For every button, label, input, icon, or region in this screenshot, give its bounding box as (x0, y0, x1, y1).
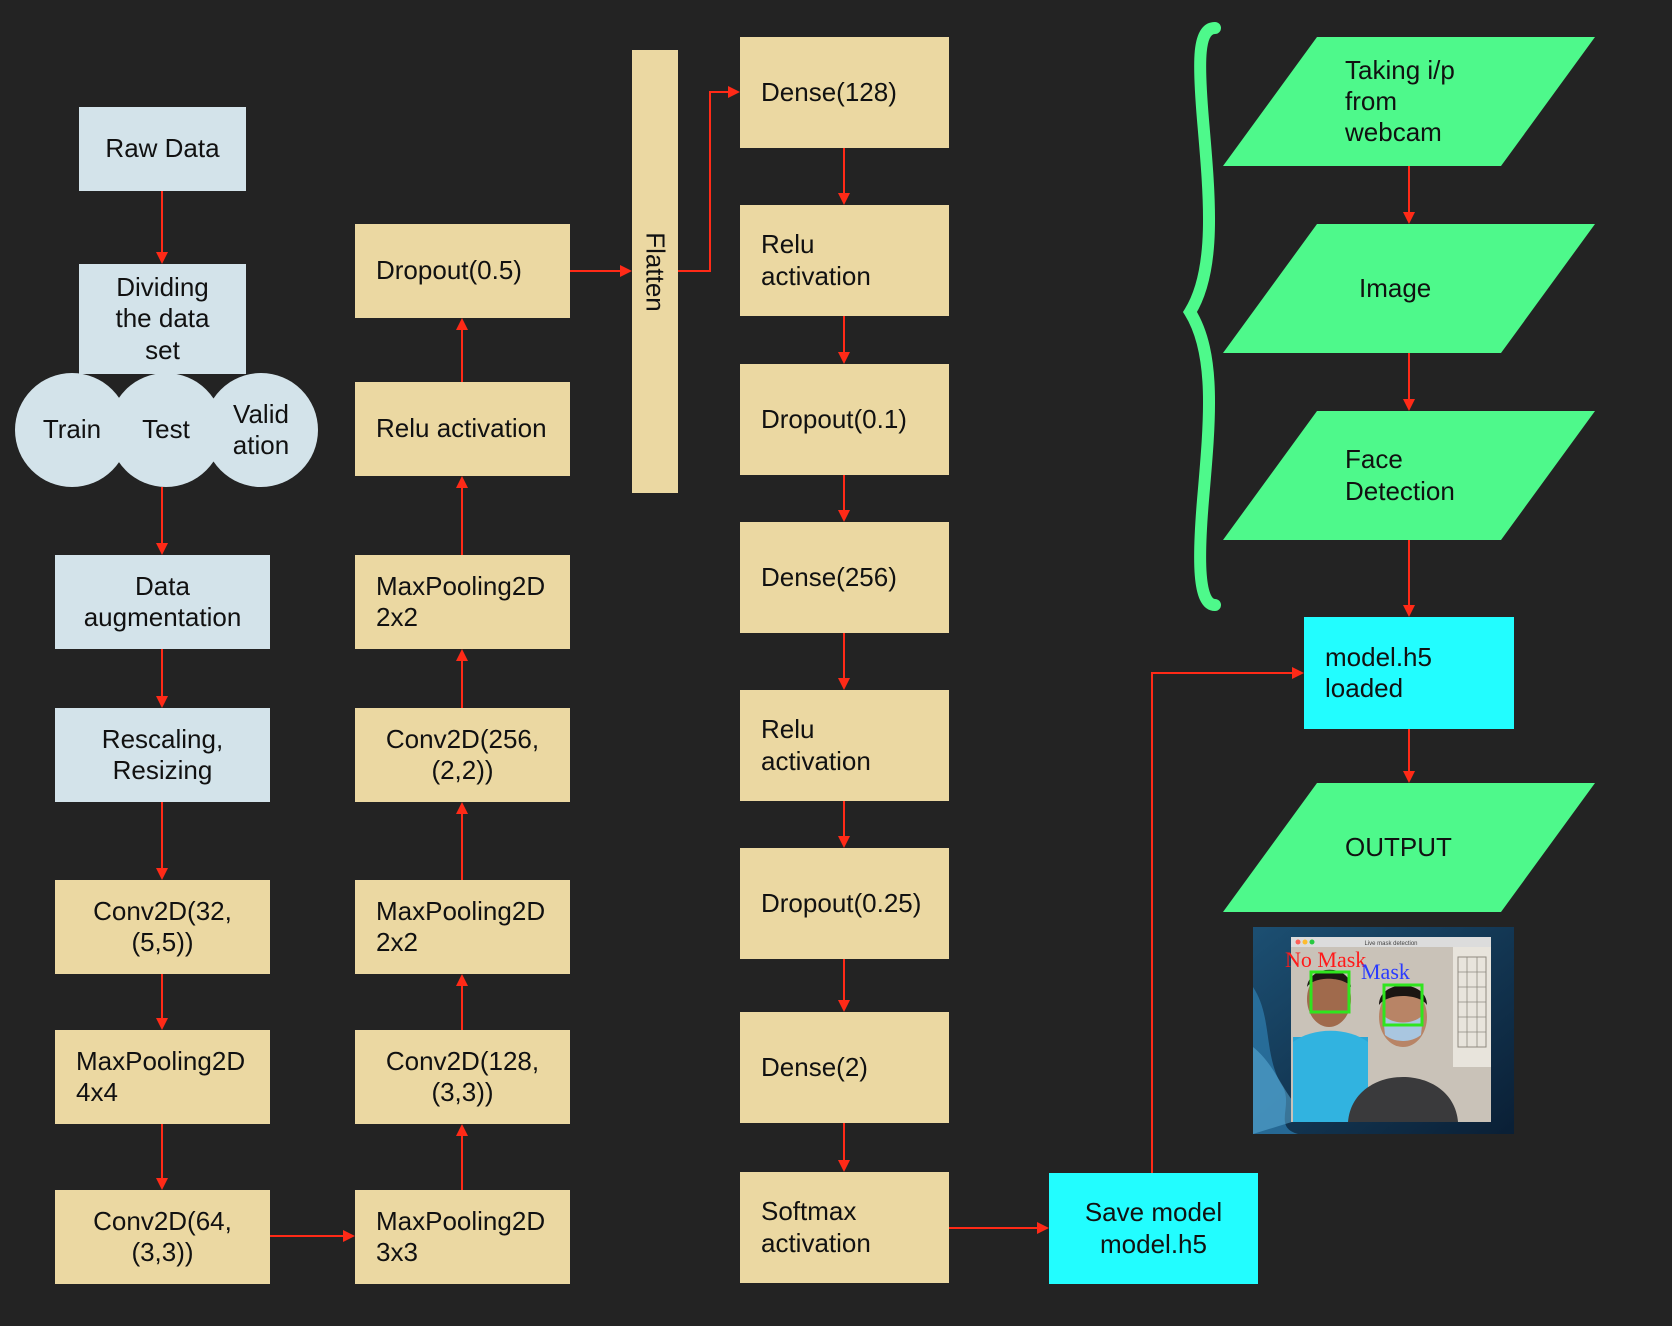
mask-text: Mask (1361, 959, 1410, 984)
conv256-label-line2: (2,2)) (431, 755, 494, 785)
face-detection-node: Face Detection (1223, 411, 1595, 540)
dividing-label-line1: Dividing (116, 272, 209, 303)
dropout-0.25-node: Dropout(0.25) (740, 848, 949, 959)
conv256-label-line1: Conv2D(256, (385, 723, 540, 754)
image-node: Image (1223, 224, 1595, 353)
dense256-label: Dense(256) (761, 561, 897, 592)
model-loaded-node: model.h5 loaded (1304, 617, 1514, 729)
validation-label-line2: ation (232, 430, 290, 460)
flatten-label: Flatten (640, 231, 671, 312)
validation-label-line1: Valid (233, 398, 289, 429)
save-model-node: Save model model.h5 (1049, 1173, 1258, 1284)
maxpool-4x4-node: MaxPooling2D 4x4 (55, 1030, 270, 1124)
relu-activation-1-node: Relu activation (740, 205, 949, 316)
augmentation-label-line1: Data (135, 570, 190, 601)
relu1-label-line1: Relu (761, 229, 815, 260)
augmentation-label-line2: augmentation (83, 602, 242, 632)
dropout05-label: Dropout(0.5) (376, 255, 522, 286)
relu2-label-line1: Relu (761, 714, 815, 745)
conv128-label-line1: Conv2D(128, (385, 1045, 540, 1076)
softmax-activation-node: Softmax activation (740, 1172, 949, 1283)
maxpool-3x3-node: MaxPooling2D 3x3 (355, 1190, 570, 1284)
dense-2-node: Dense(2) (740, 1012, 949, 1123)
conv2d-128-node: Conv2D(128, (3,3)) (355, 1030, 570, 1124)
conv64-label-line1: Conv2D(64, (93, 1205, 232, 1236)
relu-label: Relu activation (376, 413, 547, 444)
face-detection-label-line2: Detection (1345, 475, 1455, 506)
output-label: OUTPUT (1345, 831, 1452, 862)
webcam-input-node: Taking i/p from webcam (1223, 37, 1595, 166)
maxpool4-label-line1: MaxPooling2D (76, 1045, 246, 1076)
dropout025-label: Dropout(0.25) (761, 887, 922, 918)
conv2d-256-node: Conv2D(256, (2,2)) (355, 708, 570, 802)
softmax-label-line1: Softmax (761, 1196, 857, 1227)
flatten-node: Flatten (632, 50, 678, 493)
softmax-label-line2: activation (761, 1227, 871, 1258)
save-model-label-line2: model.h5 (1100, 1228, 1207, 1259)
raw-data-node: Raw Data (79, 107, 246, 191)
no-mask-text: No Mask (1285, 947, 1366, 972)
rescaling-label-line2: Resizing (112, 755, 213, 785)
maxpool2b-label-line2: 2x2 (376, 602, 418, 632)
rescaling-label-line1: Rescaling, (101, 723, 224, 754)
save-model-label-line1: Save model (1084, 1197, 1223, 1228)
maxpool-2x2-lower-node: MaxPooling2D 2x2 (355, 880, 570, 974)
conv128-label-line2: (3,3)) (431, 1077, 494, 1107)
conv64-label-line2: (3,3)) (131, 1237, 194, 1267)
dividing-label-line2: the data (115, 303, 210, 334)
dense2-label: Dense(2) (761, 1051, 868, 1082)
relu1-label-line2: activation (761, 260, 871, 291)
relu-activation-node: Relu activation (355, 382, 570, 476)
model-loaded-label-line1: model.h5 (1325, 641, 1432, 672)
webcam-label-line1: Taking i/p (1345, 54, 1455, 85)
train-label: Train (42, 414, 102, 445)
maxpool2a-label-line1: MaxPooling2D (376, 895, 546, 926)
relu2-label-line2: activation (761, 745, 871, 776)
dropout-0.5-node: Dropout(0.5) (355, 224, 570, 318)
maxpool3-label-line2: 3x3 (376, 1237, 418, 1267)
conv2d-64-node: Conv2D(64, (3,3)) (55, 1190, 270, 1284)
rescaling-node: Rescaling, Resizing (55, 708, 270, 802)
curly-brace (1182, 22, 1221, 611)
dropout-0.1-node: Dropout(0.1) (740, 364, 949, 475)
dense-128-node: Dense(128) (740, 37, 949, 148)
webcam-label-line2: from (1345, 85, 1397, 116)
maxpool2a-label-line2: 2x2 (376, 927, 418, 957)
dividing-label-line3: set (145, 334, 180, 365)
maxpool-2x2-upper-node: MaxPooling2D 2x2 (355, 555, 570, 649)
webcam-label-line3: webcam (1345, 117, 1442, 148)
maxpool2b-label-line1: MaxPooling2D (376, 570, 546, 601)
image-label: Image (1359, 272, 1432, 303)
relu-activation-2-node: Relu activation (740, 690, 949, 801)
dense128-label: Dense(128) (761, 76, 897, 107)
maxpool4-label-line2: 4x4 (76, 1077, 118, 1107)
dividing-dataset-node: Dividing the data set (79, 264, 246, 374)
photo-window-title: Live mask detection (1364, 941, 1417, 947)
conv2d-32-node: Conv2D(32, (5,5)) (55, 880, 270, 974)
dropout01-label: Dropout(0.1) (761, 403, 907, 434)
output-node: OUTPUT (1223, 783, 1595, 912)
maxpool3-label-line1: MaxPooling2D (376, 1205, 546, 1236)
conv32-label-line1: Conv2D(32, (93, 895, 232, 926)
face-detection-label-line1: Face (1345, 444, 1403, 475)
model-loaded-label-line2: loaded (1325, 673, 1404, 703)
dense-256-node: Dense(256) (740, 522, 949, 633)
detection-result-photo: Live mask detection No Mask Mask (1253, 927, 1514, 1134)
data-augmentation-node: Data augmentation (55, 555, 270, 649)
raw-data-label: Raw Data (105, 133, 220, 164)
test-label: Test (142, 414, 190, 445)
conv32-label-line2: (5,5)) (131, 927, 194, 957)
validation-split-circle: Valid ation (204, 373, 318, 487)
